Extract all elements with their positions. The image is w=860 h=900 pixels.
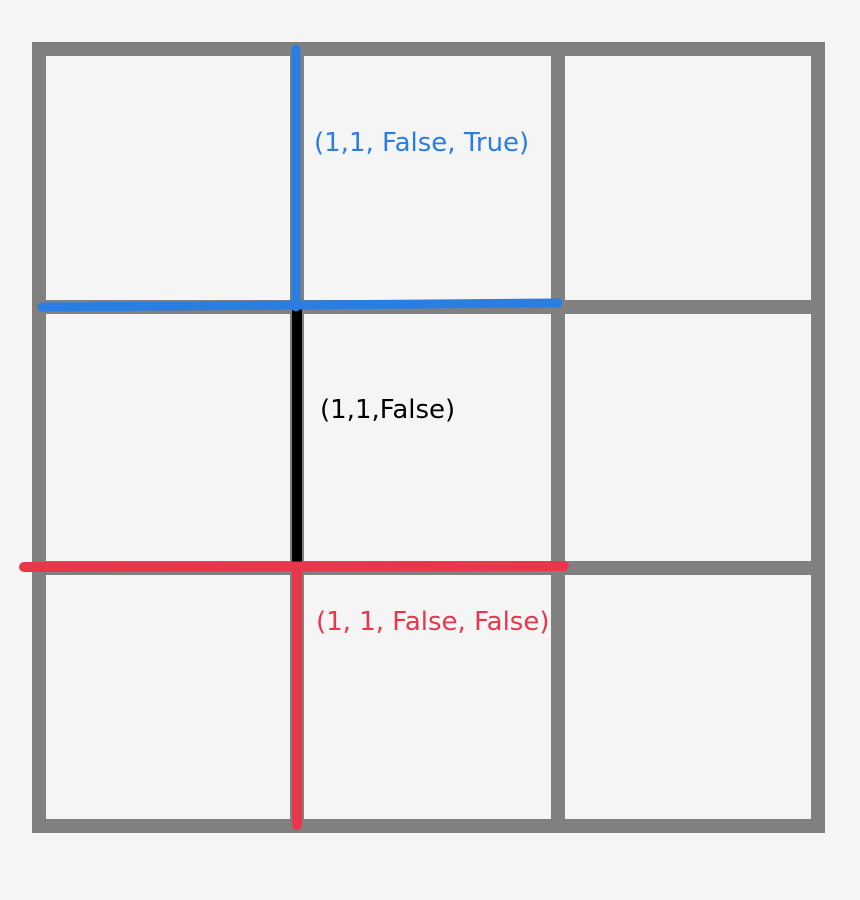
grid-background bbox=[39, 49, 818, 826]
top-label: (1,1, False, True) bbox=[314, 128, 529, 158]
top-highlight-lines bbox=[37, 44, 563, 312]
top-highlight-horizontal bbox=[37, 298, 563, 312]
grid-outer-border bbox=[32, 42, 825, 833]
bottom-label: (1, 1, False, False) bbox=[316, 607, 550, 637]
middle-label: (1,1,False) bbox=[320, 395, 455, 425]
bottom-highlight-lines bbox=[19, 561, 569, 830]
